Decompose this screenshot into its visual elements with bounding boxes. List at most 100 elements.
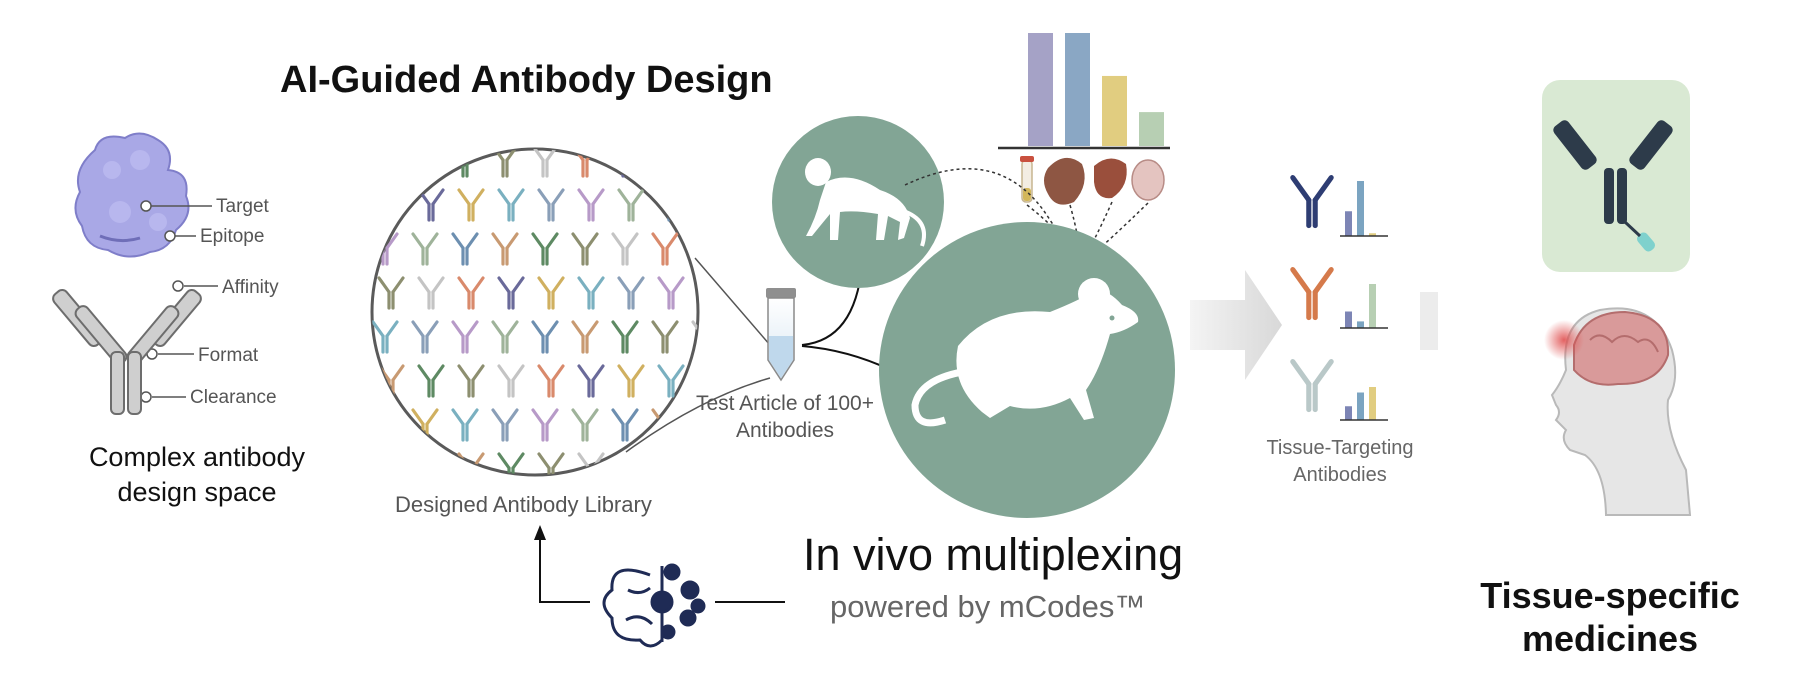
tissue-bar [1357,181,1364,236]
library-antibody-icon [372,408,399,442]
library-antibody-icon [577,276,605,310]
library-antibody-icon [491,320,519,354]
arrow-fade-strip [1420,292,1438,350]
antibody-grid [372,146,763,484]
library-antibody-icon [537,364,565,398]
library-antibody-icon [697,452,698,470]
library-antibody-icon [651,232,679,266]
library-antibody-icon [377,452,405,475]
library-antibody-icon [372,149,399,178]
tissue-targeting-antibodies [1290,175,1388,421]
brain-ai-icon [602,563,706,648]
design-space-caption: Complex antibody design space [88,442,306,507]
tissue-bar [1345,406,1352,420]
library-antibody-icon [411,232,439,266]
library-antibody-icon [739,454,763,484]
library-antibody-icon [497,364,525,398]
library-antibody-icon [733,146,757,176]
spleen-icon [1094,158,1127,199]
library-antibody-icon [617,364,645,398]
library-antibody-icon [617,276,645,310]
label-clearance: Clearance [190,387,277,408]
in-vivo-title: In vivo multiplexing [803,529,1183,580]
library-antibody-icon [537,452,565,475]
library-antibody-icon [739,190,763,220]
library-antibody-icon [377,276,405,310]
library-antibody-icon [457,364,485,398]
library-antibody-icon [611,232,639,266]
library-antibody-icon [491,232,519,266]
library-antibody-icon [577,364,605,398]
tissue-antibody-icon [1290,267,1334,321]
test-article-label: Test Article of 100+ Antibodies [695,392,875,442]
library-antibody-icon [651,320,679,354]
library-antibody-icon [417,276,445,310]
human-head-icon [1544,307,1692,516]
library-antibody-icon [697,188,698,206]
label-target: Target [216,196,270,217]
library-antibody-icon [411,149,439,178]
library-antibody-icon [451,320,479,354]
tissue-antibody-icon [1290,359,1334,413]
library-antibody-icon [531,232,559,266]
library-antibody-icon [611,320,639,354]
library-antibody-icon [372,320,399,354]
tissue-bar [1369,284,1376,328]
feedback-arrow [539,534,590,603]
library-antibody-icon [571,408,599,442]
test-tube-icon [766,288,796,382]
library-antibody-icon [417,452,445,475]
blood-vial-icon [1020,156,1034,203]
tissue-bar [1357,392,1364,420]
library-antibody-icon [571,232,599,266]
label-affinity: Affinity [222,277,279,298]
library-antibody-icon [611,408,639,442]
library-antibody-icon [537,188,565,222]
library-antibody-icon [377,188,405,222]
antibody-final-icon [1553,120,1673,252]
organ-bar [1102,75,1127,146]
zoom-line-top [694,257,771,346]
title: AI-Guided Antibody Design [280,59,773,101]
protein-structure-icon [74,132,190,258]
library-antibody-icon [691,149,698,162]
label-epitope: Epitope [200,226,264,247]
antibody-library-circle [370,147,700,477]
zoom-line-bottom [625,377,771,453]
library-antibody-icon [733,234,757,264]
library-antibody-icon [657,452,685,475]
library-antibody-icon [457,188,485,222]
library-antibody-icon [739,278,763,308]
antibody-panel [1542,80,1690,272]
library-antibody-icon [617,452,645,475]
library-antibody-icon [657,276,685,310]
tissue-targeting-label: Tissue-Targeting Antibodies [1266,437,1414,486]
organ-bar [1028,33,1053,146]
library-antibody-icon [497,452,525,475]
label-format: Format [198,345,259,366]
library-antibody-icon [531,408,559,442]
library-antibody-icon [491,408,519,442]
tissue-bar [1369,387,1376,420]
antibody-diagram-icon [52,289,202,415]
organ-bar [1065,33,1090,146]
library-antibody-icon [531,320,559,354]
library-antibody-icon [451,408,479,442]
tissue-specific-medicines-label: Tissue-specific medicines [1480,575,1740,659]
library-antibody-icon [577,188,605,222]
library-antibody-icon [571,320,599,354]
tissue-bar [1369,233,1376,236]
tissue-bar [1345,311,1352,328]
monkey-icon [805,158,926,247]
organ-distribution-bars [1028,33,1164,146]
tissue-bar [1357,321,1364,328]
library-antibody-icon [697,276,698,294]
brain-organ-icon [1131,159,1165,201]
library-antibody-icon [497,276,525,310]
library-caption: Designed Antibody Library [395,492,652,517]
organ-icons [1020,156,1165,205]
organ-bar [1139,112,1164,146]
in-vivo-subtitle: powered by mCodes™ [830,589,1145,624]
callout-lines [140,200,218,403]
